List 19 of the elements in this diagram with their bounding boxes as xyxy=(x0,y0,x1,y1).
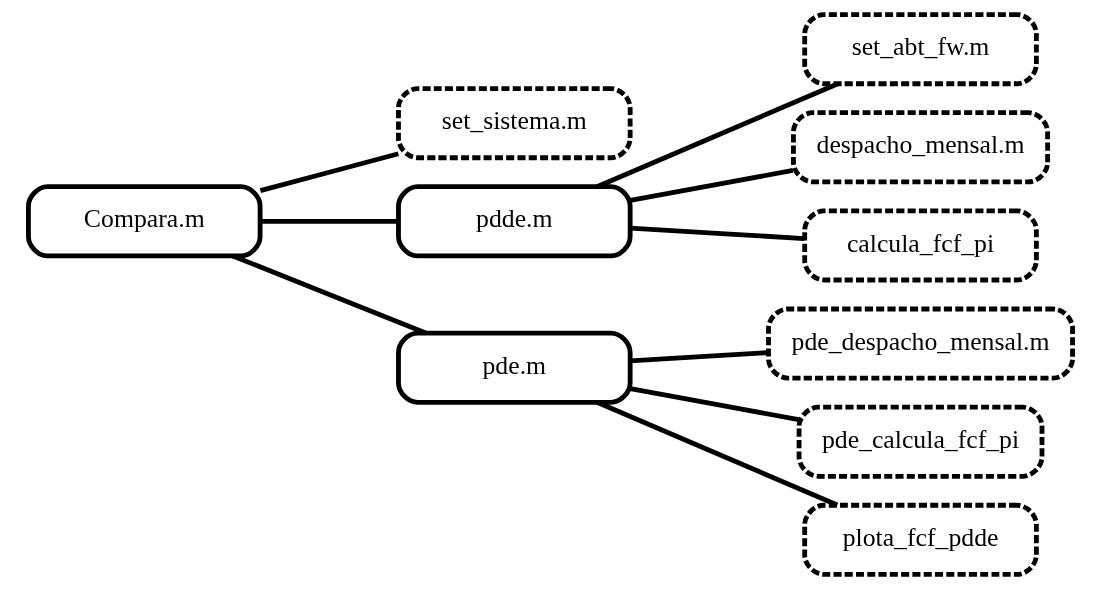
node-box: pde_calcula_fcf_pi xyxy=(796,404,1044,479)
connector xyxy=(629,225,804,241)
node-box: pde.m xyxy=(395,330,633,405)
connector xyxy=(259,151,399,193)
connector xyxy=(595,400,838,508)
node-box: set_sistema.m xyxy=(395,86,633,161)
connector xyxy=(231,253,427,336)
node-box: pdde.m xyxy=(395,184,633,259)
node-box: plota_fcf_pdde xyxy=(801,502,1039,577)
connector xyxy=(595,81,838,189)
connector xyxy=(259,218,398,224)
node-box: calcula_fcf_pi xyxy=(801,208,1039,283)
node-box: pde_despacho_mensal.m xyxy=(765,306,1075,381)
node-box: set_abt_fw.m xyxy=(801,12,1039,87)
node-box: despacho_mensal.m xyxy=(790,110,1050,185)
connector xyxy=(629,386,799,422)
connector xyxy=(629,168,793,203)
connector xyxy=(629,350,768,364)
node-box: Compara.m xyxy=(25,184,263,259)
